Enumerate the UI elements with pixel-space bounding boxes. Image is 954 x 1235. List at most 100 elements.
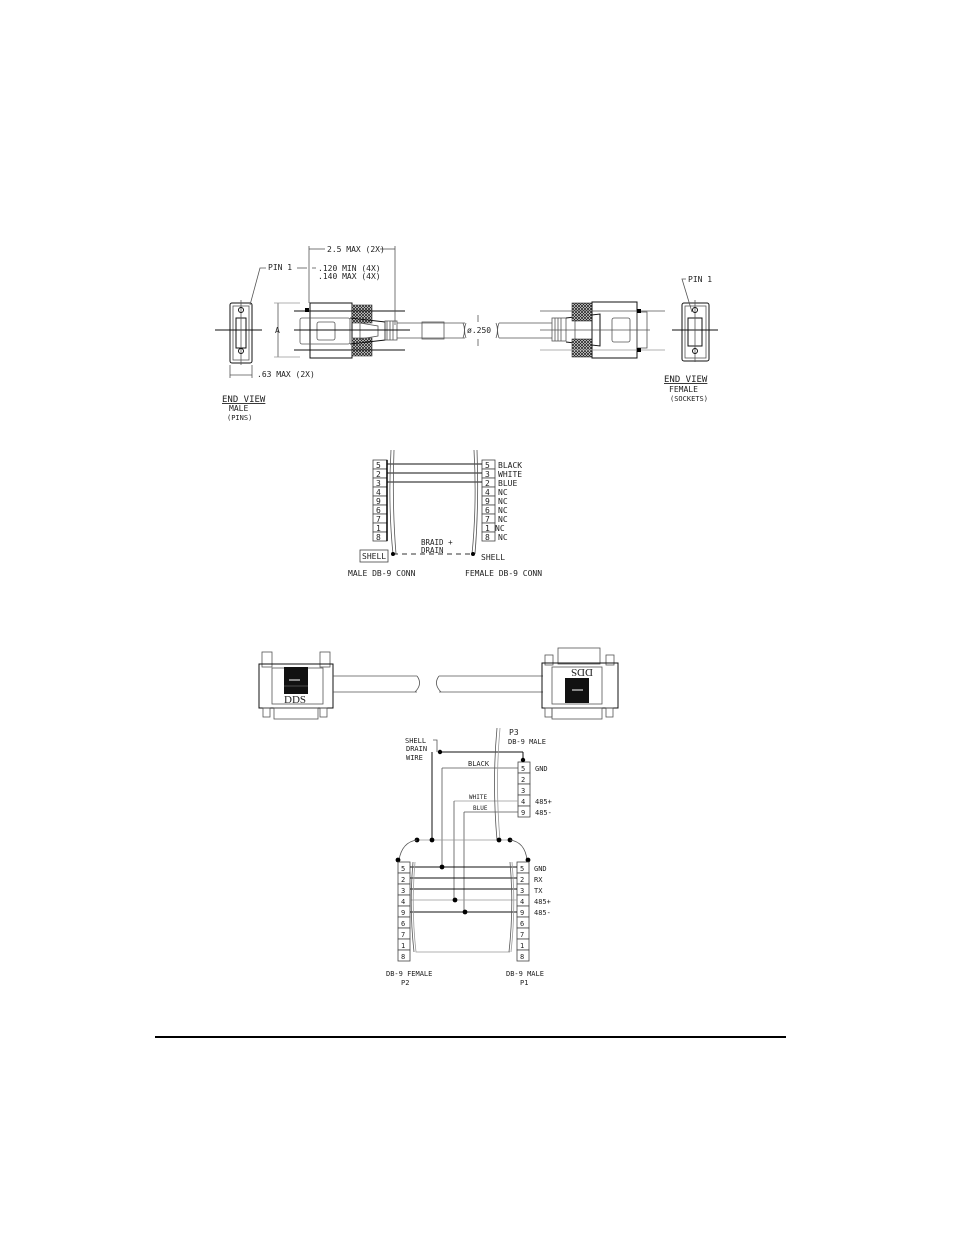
p2-name: P2: [401, 979, 409, 987]
left-dds-connector: DDS: [258, 651, 334, 720]
p1-signal-label: RX: [534, 876, 543, 884]
p2-pin-column: 5 2 3 4 9 6 7 1 8: [397, 861, 411, 962]
wiring-schematic: 5 2 3 4 9 6 7 1 8 5 3 2 4 9 6: [348, 449, 542, 578]
right-pin: 6: [485, 506, 490, 515]
left-pin: 8: [376, 533, 381, 542]
outline-drawing: .63 MAX (2X) PIN 1 END VIEW MALE (PINS) …: [215, 245, 718, 422]
wire-color-label: WHITE: [498, 470, 522, 479]
right-pin1-label: PIN 1: [688, 275, 712, 284]
drain-label-wire: WIRE: [406, 754, 423, 762]
female-conn-caption: FEMALE DB-9 CONN: [465, 569, 542, 578]
left-pin: 9: [376, 497, 381, 506]
drain-label-drain: DRAIN: [406, 745, 427, 753]
right-end-view-label: END VIEW: [664, 375, 708, 385]
pin-nc-label: NC: [498, 506, 508, 515]
right-pin-column: 5 3 2 4 9 6 7 1 8 BLACK WHITE BLUE NC NC…: [481, 459, 522, 542]
p1-pin: 4: [520, 898, 524, 906]
right-dds-connector: DDS: [541, 647, 619, 720]
p1-signal-label: GND: [534, 865, 547, 873]
wire-color-label: BLACK: [498, 461, 522, 470]
pin-nc-label: NC: [495, 524, 505, 533]
p1-pin: 1: [520, 942, 524, 950]
right-pin: 8: [485, 533, 490, 542]
p2-pin: 8: [401, 953, 405, 961]
pin-nc-label: NC: [498, 533, 508, 542]
p2-pin: 6: [401, 920, 405, 928]
p3-type: DB-9 MALE: [508, 738, 546, 746]
female-end-view: PIN 1 END VIEW FEMALE (SOCKETS): [664, 275, 718, 403]
p1-name: P1: [520, 979, 528, 987]
p3-signal-label: 485-: [535, 809, 552, 817]
left-pin: 6: [376, 506, 381, 515]
drain-label: DRAIN: [421, 546, 444, 555]
p2-pin: 4: [401, 898, 405, 906]
right-pin: 3: [485, 470, 490, 479]
p3-signal-label: GND: [535, 765, 548, 773]
male-end-view: .63 MAX (2X) PIN 1 END VIEW MALE (PINS): [215, 263, 315, 422]
p3-pin: 3: [521, 787, 525, 795]
p2-pin: 1: [401, 942, 405, 950]
right-pin: 9: [485, 497, 490, 506]
p2-pin: 9: [401, 909, 405, 917]
p2-pin: 5: [401, 865, 405, 873]
left-pin: 1: [376, 524, 381, 533]
p3-signal-label: 485+: [535, 798, 552, 806]
left-pin-column: 5 2 3 4 9 6 7 1 8: [372, 459, 388, 542]
p1-pin: 3: [520, 887, 524, 895]
left-end-view-label: END VIEW: [222, 395, 266, 405]
left-shell-label: SHELL: [362, 552, 386, 561]
p1-pin: 8: [520, 953, 524, 961]
right-pin: 5: [485, 461, 490, 470]
p3-pin: 9: [521, 809, 525, 817]
pin-nc-label: NC: [498, 488, 508, 497]
p1-pin: 9: [520, 909, 524, 917]
pin-max-dimension: .140 MAX (4X): [318, 272, 381, 281]
braid-label: BRAID +: [421, 538, 453, 547]
y-cable-drawing: DDS DDS P3 DB-9 MALE SHELL: [258, 647, 619, 987]
left-pin: 2: [376, 470, 381, 479]
right-contact-label: (SOCKETS): [670, 395, 708, 403]
p2-pin: 7: [401, 931, 405, 939]
overall-length-dimension: 2.5 MAX (2X): [327, 245, 385, 254]
wire-white-label: WHITE: [469, 794, 487, 801]
p2-pin: 2: [401, 876, 405, 884]
height-dimension-a: A: [275, 326, 280, 335]
wire-black-label: BLACK: [468, 760, 490, 768]
cable-diameter: ø.250: [467, 326, 491, 335]
right-pin: 7: [485, 515, 490, 524]
left-pin: 7: [376, 515, 381, 524]
p1-pin: 7: [520, 931, 524, 939]
right-pin: 4: [485, 488, 490, 497]
drain-label-shell: SHELL: [405, 737, 426, 745]
p1-pin-column: 5 2 3 4 9 6 7 1 8 GND RX TX 485+ 485-: [516, 861, 551, 962]
p3-pin: 2: [521, 776, 525, 784]
p3-name: P3: [509, 728, 519, 737]
right-gender-label: FEMALE: [669, 385, 698, 394]
left-pin: 3: [376, 479, 381, 488]
p1-signal-label: 485+: [534, 898, 551, 906]
p1-signal-label: TX: [534, 887, 543, 895]
p1-signal-label: 485-: [534, 909, 551, 917]
p3-pin-column: 5 2 3 4 9 GND 485+ 485-: [517, 761, 552, 818]
right-pin: 1: [485, 524, 490, 533]
left-gender-label: MALE: [229, 404, 248, 413]
left-pin: 5: [376, 461, 381, 470]
left-contact-label: (PINS): [227, 414, 252, 422]
right-shell-label: SHELL: [481, 553, 505, 562]
p2-type: DB-9 FEMALE: [386, 970, 432, 978]
pin-nc-label: NC: [498, 515, 508, 524]
p1-pin: 5: [520, 865, 524, 873]
p2-pin: 3: [401, 887, 405, 895]
pin-min-dimension: .120 MIN (4X): [318, 264, 381, 273]
end-width-dimension: .63 MAX (2X): [257, 370, 315, 379]
pin-nc-label: NC: [498, 497, 508, 506]
left-pin: 4: [376, 488, 381, 497]
p3-pin: 4: [521, 798, 525, 806]
p1-pin: 2: [520, 876, 524, 884]
cable: ø.250: [397, 315, 552, 346]
left-pin1-label: PIN 1: [268, 263, 292, 272]
wire-color-label: BLUE: [498, 479, 517, 488]
wire-blue-label: BLUE: [473, 805, 488, 812]
left-brand-label: DDS: [284, 694, 306, 706]
